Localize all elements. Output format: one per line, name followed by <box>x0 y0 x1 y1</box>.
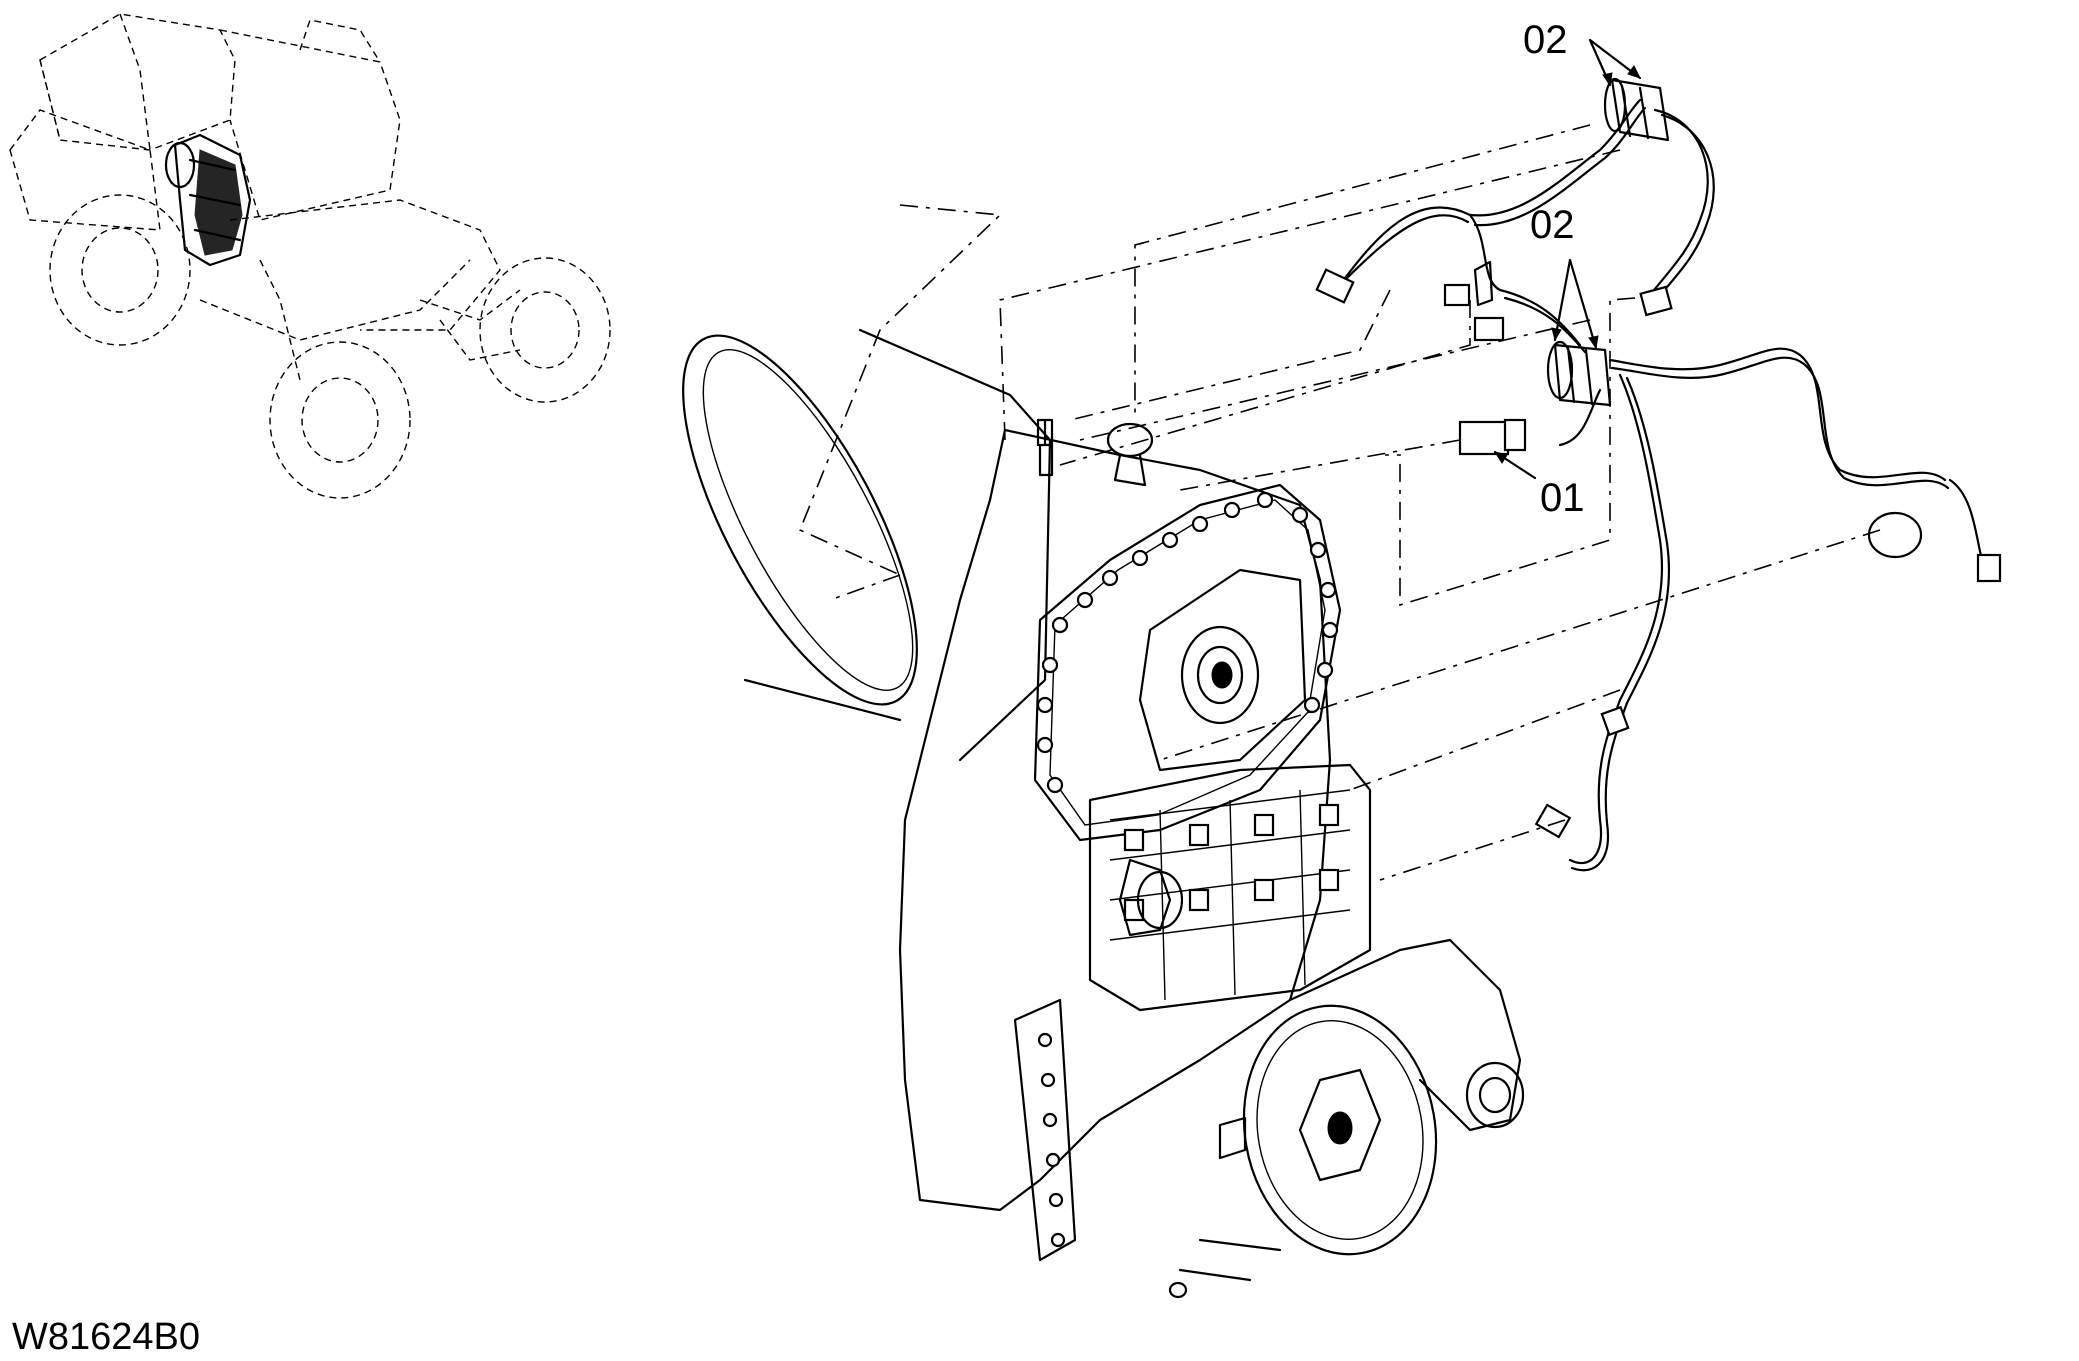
transmission-assembly <box>682 328 1525 1299</box>
figure-code: W81624B0 <box>12 1316 201 1358</box>
machine-locator-view <box>9 13 611 499</box>
callout-label-clip-mid: 02 <box>1530 203 1575 247</box>
wiring-harness <box>1315 77 2002 872</box>
callout-label-connector: 01 <box>1540 476 1585 520</box>
callout-label-clip-top: 02 <box>1523 18 1568 62</box>
callout-leaders <box>1493 38 1642 480</box>
installation-leader-lines <box>798 124 1881 881</box>
